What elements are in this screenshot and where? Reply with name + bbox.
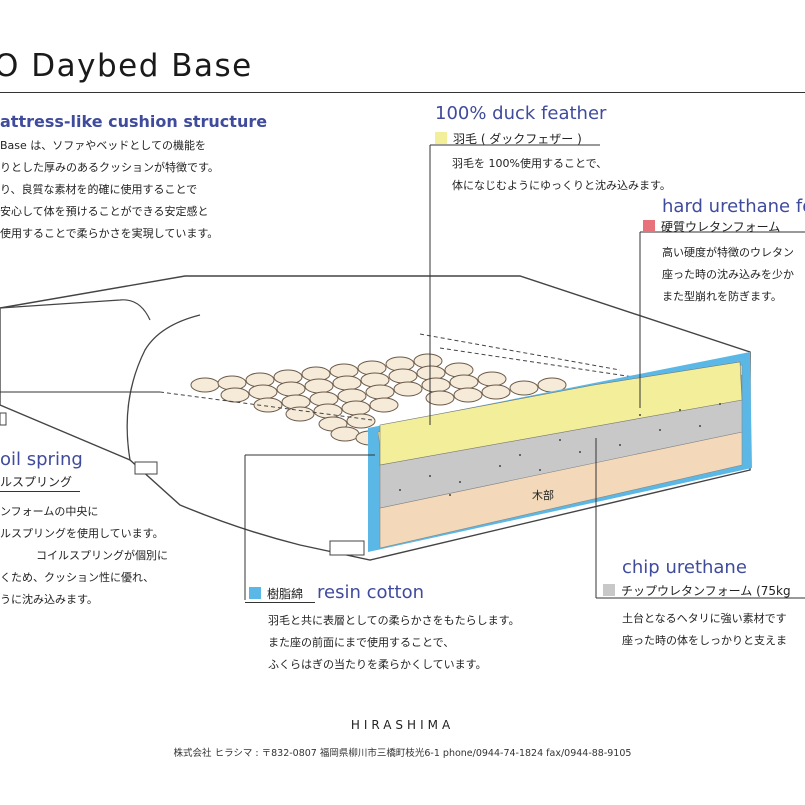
hard-urethane-desc: 高い硬度が特徴のウレタン 座った時の沈み込みを少か また型崩れを防ぎます。 [662, 242, 794, 308]
resin-cotton-label-text: 樹脂綿 [267, 587, 304, 601]
hard-urethane-label-en: hard urethane fo [662, 196, 805, 217]
title-divider [0, 92, 805, 93]
feather-desc-line: 羽毛を 100%使用することで、 [452, 157, 608, 170]
hard-urethane-desc-line: また型崩れを防ぎます。 [662, 290, 782, 303]
hard-urethane-label-text: 硬質ウレタンフォーム [661, 220, 781, 234]
intro-heading: attress-like cushion structure [0, 112, 268, 131]
resin-cotton-desc-line: また座の前面にまで使用することで、 [268, 636, 455, 649]
base-foot [0, 412, 7, 426]
coil-spring-desc-line: くため、クッション性に優れ、 [0, 571, 155, 584]
resin-cotton-swatch [249, 587, 261, 599]
base-back-edge [0, 299, 151, 321]
intro-line: 安心して体を預けることができる安定感と [0, 205, 209, 218]
hard-urethane-label-jp: 硬質ウレタンフォーム [643, 218, 780, 235]
chip-urethane-desc-line: 座った時の体をしっかりと支えま [622, 634, 787, 647]
resin-cotton-label-en: resin cotton [317, 582, 425, 603]
feather-desc: 羽毛を 100%使用することで、 体になじむようにゆっくりと沈み込みます。 [452, 153, 671, 197]
hard-urethane-desc-line: 座った時の沈み込みを少か [662, 268, 794, 281]
coil-spring-label-en: oil spring [0, 449, 83, 470]
coil-spring-underline [0, 491, 80, 492]
feather-label-text: 羽毛 ( ダックフェザー ) [453, 132, 582, 146]
base-arm-curve [126, 314, 201, 461]
page-title: O Daybed Base [0, 48, 253, 84]
intro-line: Base は、ソファやベッドとしての機能を [0, 139, 206, 152]
chip-urethane-swatch [603, 584, 615, 596]
feather-label-jp: 羽毛 ( ダックフェザー ) [435, 130, 582, 147]
feather-layer-upper [379, 361, 743, 466]
resin-cotton-label-jp: 樹脂綿 [249, 585, 303, 602]
chip-urethane-label-text: チップウレタンフォーム (75kg [621, 584, 791, 598]
chip-urethane-label-en: chip urethane [622, 557, 747, 578]
chip-urethane-texture [399, 403, 721, 496]
chip-urethane-desc-line: 土台となるヘタリに強い素材です [622, 612, 787, 625]
coil-spring-desc-line: ルスプリングを使用しています。 [0, 527, 164, 540]
hard-urethane-swatch [643, 220, 655, 232]
feather-desc-line: 体になじむようにゆっくりと沈み込みます。 [452, 179, 671, 192]
coil-spring-desc-line: コイルスプリングが個別に [36, 549, 168, 562]
chip-urethane-label-jp: チップウレタンフォーム (75kg [603, 582, 791, 599]
intro-text: Base は、ソファやベッドとしての機能を りとした厚みのあるクッションが特徴で… [0, 135, 219, 245]
coil-spring-desc: ンフォームの中央に ルスプリングを使用しています。 コイルスプリングが個別に く… [0, 501, 168, 611]
base-foot [329, 540, 365, 556]
resin-cotton-desc-line: 羽毛と共に表層としての柔らかさをもたらします。 [268, 614, 520, 627]
footer-address: 株式会社 ヒラシマ : 〒832-0807 福岡県柳川市三橋町枝光6-1 pho… [173, 748, 632, 759]
leader-lines [0, 144, 805, 600]
coil-spring-desc-line: うに沈み込みます。 [0, 593, 98, 606]
feather-label-en: 100% duck feather [435, 103, 607, 124]
wood-label: 木部 [532, 489, 554, 502]
intro-line: りとした厚みのあるクッションが特徴です。 [0, 161, 219, 174]
intro-line: り、良質な素材を的確に使用することで [0, 183, 198, 196]
resin-cotton-desc-line: ふくらはぎの当たりを柔らかくしています。 [268, 658, 487, 671]
resin-cotton-underline [245, 602, 315, 603]
chip-urethane-desc: 土台となるヘタリに強い素材です 座った時の体をしっかりと支えま [622, 608, 787, 652]
feather-swatch [435, 132, 447, 144]
hard-urethane-desc-line: 高い硬度が特徴のウレタン [662, 246, 794, 259]
coil-spring-label-jp: ルスプリング [0, 475, 73, 489]
coil-spring-desc-line: ンフォームの中央に [0, 505, 99, 518]
intro-line: 使用することで柔らかさを実現しています。 [0, 227, 219, 240]
base-foot [134, 461, 158, 475]
footer-brand: HIRASHIMA [350, 718, 455, 732]
resin-cotton-desc: 羽毛と共に表層としての柔らかさをもたらします。 また座の前面にまで使用することで… [268, 610, 520, 676]
